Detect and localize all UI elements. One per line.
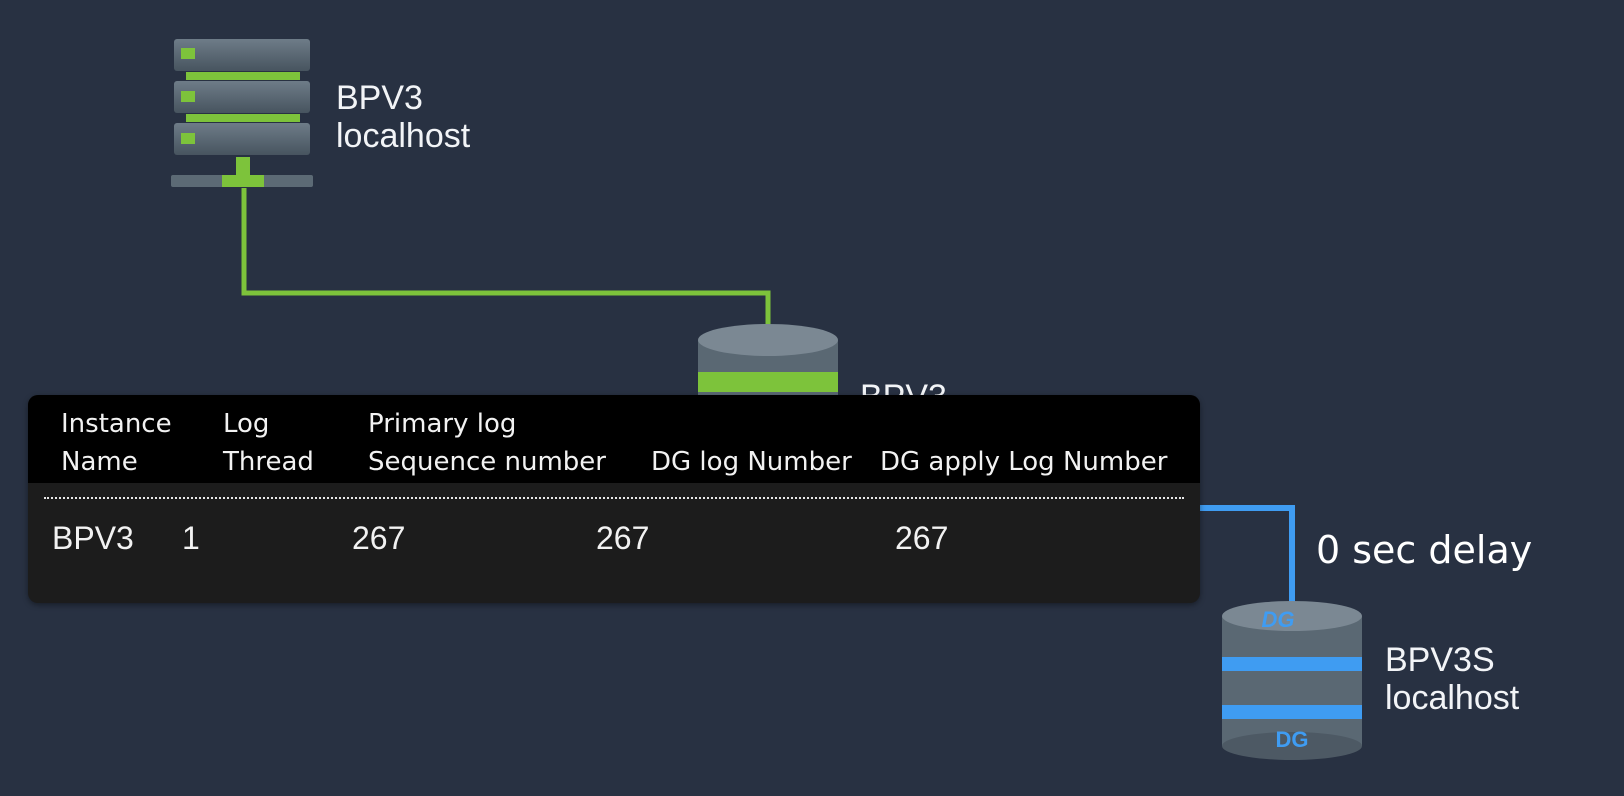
cell-log-thread: 1 — [182, 520, 200, 556]
header-line: DG apply Log Number — [880, 447, 1168, 477]
primary-database-icon — [698, 324, 838, 404]
header-line — [880, 405, 1167, 443]
row-separator — [44, 497, 1184, 499]
delay-label: 0 sec delay — [1316, 528, 1533, 572]
server-name: BPV3 — [336, 79, 423, 117]
header-instance-name: Instance Name — [61, 405, 172, 481]
cell-primary-log-seq: 267 — [352, 520, 406, 556]
header-line: DG log Number — [651, 447, 852, 477]
standby-badge-top: DG — [1262, 607, 1295, 632]
server-label: BPV3 localhost — [336, 79, 470, 155]
standby-link — [1196, 505, 1295, 612]
header-line: Primary log — [368, 409, 517, 439]
header-dg-log-number: DG log Number — [651, 405, 852, 481]
primary-link — [241, 188, 771, 325]
table-header: Instance Name Log Thread Primary log Seq… — [28, 395, 1200, 483]
standby-name: BPV3S — [1385, 641, 1495, 679]
header-line: Thread — [223, 447, 314, 477]
cell-instance-name: BPV3 — [52, 520, 134, 556]
header-line: Log — [223, 409, 270, 439]
server-icon — [171, 39, 313, 187]
header-line: Instance — [61, 409, 172, 439]
cell-dg-apply-log-number: 267 — [895, 520, 949, 556]
log-status-table: Instance Name Log Thread Primary log Seq… — [28, 395, 1200, 603]
header-line: Sequence number — [368, 447, 606, 477]
header-dg-apply-log-number: DG apply Log Number — [880, 405, 1167, 481]
standby-badge-bottom: DG — [1276, 727, 1309, 752]
standby-database-icon — [1222, 601, 1362, 760]
server-host: localhost — [336, 117, 471, 155]
header-log-thread: Log Thread — [223, 405, 314, 481]
cell-dg-log-number: 267 — [596, 520, 650, 556]
header-primary-log-seq: Primary log Sequence number — [368, 405, 606, 481]
standby-host: localhost — [1385, 679, 1520, 717]
header-line — [651, 405, 852, 443]
standby-label: BPV3S localhost — [1385, 641, 1519, 717]
header-line: Name — [61, 447, 138, 477]
